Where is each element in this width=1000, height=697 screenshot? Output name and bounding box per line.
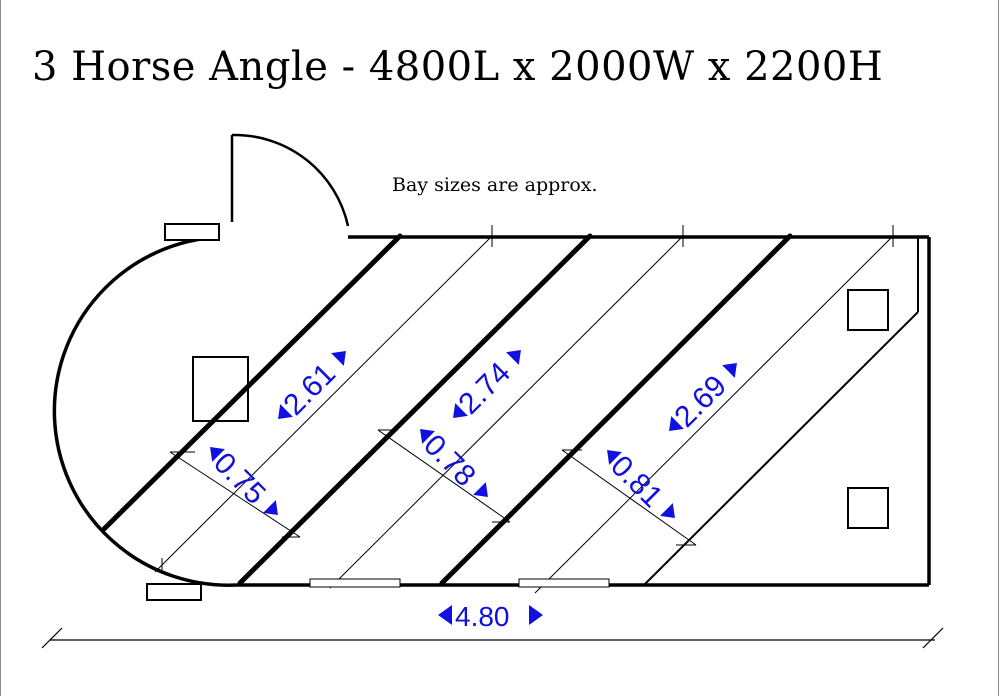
bay-length-label-3: 2.69 [668, 363, 737, 434]
left-arrow-icon [669, 416, 684, 431]
bay-width-label-2: 0.78 [417, 428, 488, 497]
right-arrow-icon [660, 503, 675, 518]
side-door [230, 133, 350, 227]
left-arrow-icon [278, 404, 293, 419]
right-arrow-icon [473, 482, 488, 497]
overall-length-text: 4.80 [455, 601, 510, 632]
bay-partitions [101, 233, 793, 586]
bay-width-label-1: 0.75 [207, 446, 278, 515]
rear-feed-box [192, 356, 249, 422]
diagram-title: 3 Horse Angle - 4800L x 2000W x 2200H [32, 44, 884, 90]
bay-width-lines [169, 429, 697, 546]
left-arrow-icon [453, 403, 468, 418]
right-arrow-icon [263, 500, 278, 515]
bottom-latch [146, 583, 202, 601]
left-arrow-icon [607, 450, 622, 465]
top-latch [164, 223, 220, 241]
left-arrow-icon [210, 447, 225, 462]
right-arrow-icon [331, 351, 346, 366]
right-arrow-icon [722, 363, 737, 378]
right-arrow-icon [506, 350, 521, 365]
partition-1 [101, 233, 403, 532]
bay-width-label-3: 0.81 [604, 449, 675, 518]
floor-vents [309, 578, 610, 588]
overall-length-label: 4.80 [438, 601, 543, 632]
left-arrow-icon [420, 429, 435, 444]
left-arrow-icon [438, 605, 452, 625]
bay-length-label-2: 2.74 [452, 350, 521, 421]
partition-2 [237, 233, 593, 586]
overall-length-line [41, 627, 944, 649]
front-feed-box-top [847, 289, 889, 331]
bay-size-note: Bay sizes are approx. [392, 174, 598, 196]
bay-length-lines [154, 225, 894, 594]
front-wall [644, 237, 919, 585]
right-arrow-icon [529, 605, 543, 625]
partition-3 [439, 233, 793, 586]
front-feed-box-bottom [847, 487, 889, 529]
